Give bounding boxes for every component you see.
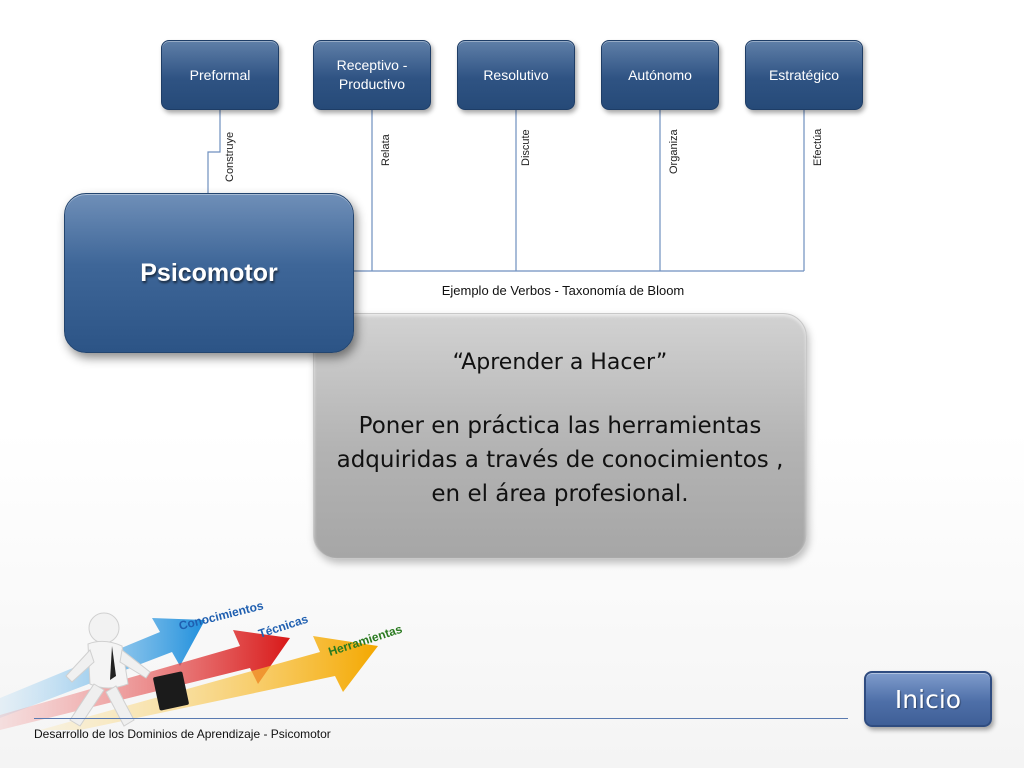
verb-construye: Construye	[224, 131, 236, 182]
quote-panel: “Aprender a Hacer” Poner en práctica las…	[313, 313, 807, 559]
level-label: Resolutivo	[483, 66, 549, 83]
home-button-label: Inicio	[894, 684, 962, 714]
running-figure	[65, 612, 189, 727]
level-label: Receptivo - Productivo	[336, 57, 408, 92]
verb-efectua: Efectúa	[812, 128, 824, 166]
footer-divider	[34, 718, 848, 719]
quote-body: Poner en práctica las herramientas adqui…	[336, 413, 784, 507]
arrow-label-tecnicas: Técnicas	[257, 612, 310, 641]
footer-text: Desarrollo de los Dominios de Aprendizaj…	[34, 727, 331, 741]
growth-arrows-illustration: Conocimientos Técnicas Herramientas	[0, 598, 404, 730]
verbs-caption: Ejemplo de Verbos - Taxonomía de Bloom	[441, 283, 685, 298]
domain-title: Psicomotor	[140, 258, 278, 287]
domain-title-box: Psicomotor	[64, 193, 354, 353]
verb-discute: Discute	[520, 129, 532, 166]
level-box-resolutivo[interactable]: Resolutivo	[457, 40, 575, 110]
verb-relata: Relata	[380, 134, 392, 166]
level-label: Preformal	[189, 66, 251, 83]
arrow-label-conocimientos: Conocimientos	[177, 598, 265, 633]
briefcase-icon	[153, 671, 189, 711]
level-box-preformal[interactable]: Preformal	[161, 40, 279, 110]
level-box-estrategico[interactable]: Estratégico	[745, 40, 863, 110]
arrow-red	[0, 630, 290, 730]
connector-preformal	[207, 110, 221, 193]
home-button[interactable]: Inicio	[864, 671, 992, 727]
level-label: Autónomo	[628, 66, 692, 83]
level-label: Estratégico	[768, 66, 840, 83]
level-box-receptivo-productivo[interactable]: Receptivo - Productivo	[313, 40, 431, 110]
level-box-autonomo[interactable]: Autónomo	[601, 40, 719, 110]
quote-title: “Aprender a Hacer”	[452, 350, 668, 375]
verb-organiza: Organiza	[668, 129, 680, 174]
